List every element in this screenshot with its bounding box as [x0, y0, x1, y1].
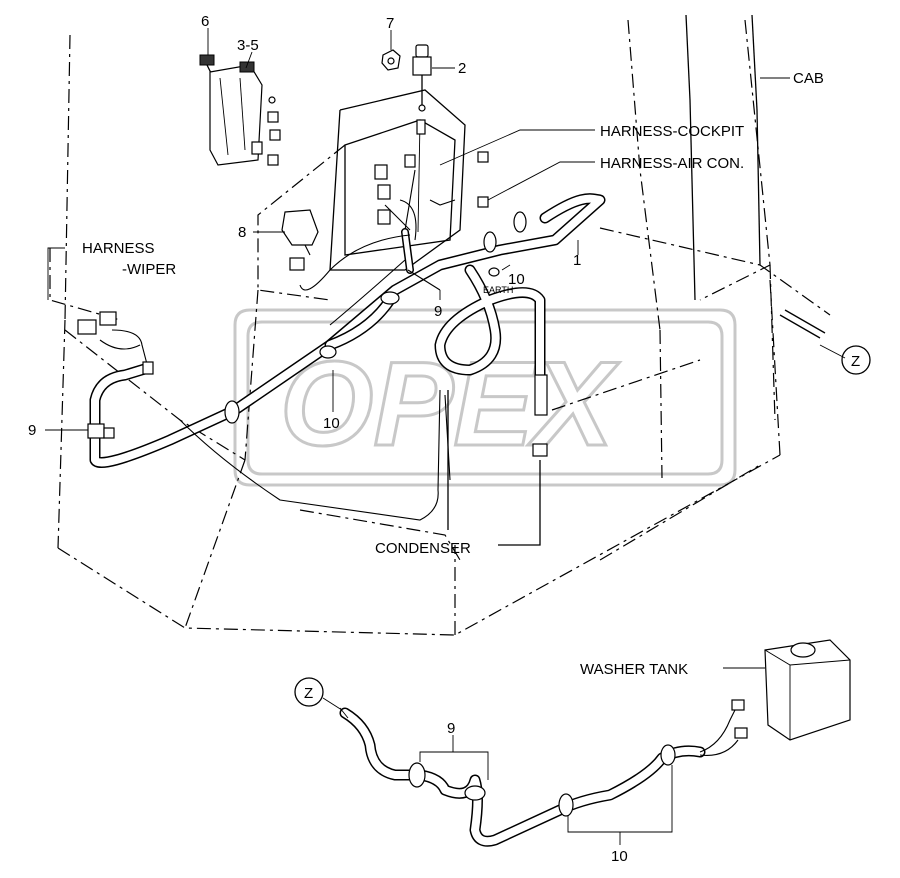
connector	[532, 443, 548, 457]
pipe-end	[534, 374, 548, 416]
clamp	[464, 785, 486, 801]
label-part-9-mid: 9	[434, 303, 442, 320]
detail-z-bubble-left	[294, 677, 324, 707]
label-part-8: 8	[238, 224, 246, 241]
label-cab: CAB	[793, 70, 824, 87]
clamp	[660, 744, 676, 766]
clamp	[558, 793, 574, 817]
clamps-main	[87, 211, 548, 457]
label-earth: EARTH	[483, 285, 513, 295]
label-harness-air-con: HARNESS-AIR CON.	[600, 155, 744, 172]
connector	[731, 699, 745, 711]
detail-z	[294, 345, 871, 847]
wiper-harness	[77, 311, 154, 375]
clamp	[380, 291, 400, 305]
label-harness-wiper-line1: HARNESS	[82, 240, 155, 257]
harness-connectors	[477, 151, 500, 277]
watermark-text: OPEX	[280, 337, 620, 471]
control-box	[299, 89, 466, 326]
label-part-9-left: 9	[28, 422, 36, 439]
watermark: OPEX	[233, 308, 737, 487]
leader-lines	[45, 28, 846, 431]
label-part-2: 2	[458, 60, 466, 77]
connector	[734, 727, 748, 739]
part-7-nut	[381, 49, 401, 71]
label-part-1: 1	[573, 252, 581, 269]
washer-tank-body	[764, 639, 851, 741]
label-condenser: CONDENSER	[375, 540, 471, 557]
part-2-fitting	[412, 44, 432, 112]
label-part-10-top: 10	[508, 271, 525, 288]
label-harness-cockpit: HARNESS-COCKPIT	[600, 123, 744, 140]
part-labels: 6 3-5 7 2 CAB HARNESS-COCKPIT HARNESS-AI…	[28, 13, 860, 865]
label-detail-z-left: Z	[304, 685, 313, 702]
clamp	[408, 762, 426, 788]
label-part-10-bottom: 10	[611, 848, 628, 865]
label-part-7: 7	[386, 15, 394, 32]
label-part-3-5: 3-5	[237, 37, 259, 54]
label-washer-tank: WASHER TANK	[580, 661, 688, 678]
condenser-lines	[179, 389, 541, 546]
clamp	[319, 345, 337, 359]
part-3-5-relay-block	[199, 54, 281, 166]
clamp	[483, 231, 497, 253]
label-detail-z-right: Z	[851, 353, 860, 370]
part-8-relay	[281, 209, 319, 271]
label-part-6: 6	[201, 13, 209, 30]
washer-tank-cap	[790, 642, 816, 658]
air-con-pipe-main	[89, 193, 606, 468]
label-part-9-bottom: 9	[447, 720, 455, 737]
detail-z-bubble-right	[841, 345, 871, 375]
clamp	[103, 427, 115, 439]
clamp	[87, 423, 105, 439]
label-part-10-mid: 10	[323, 415, 340, 432]
label-harness-wiper-line2: -WIPER	[122, 261, 176, 278]
clamp	[513, 211, 527, 233]
clamp	[224, 400, 240, 424]
